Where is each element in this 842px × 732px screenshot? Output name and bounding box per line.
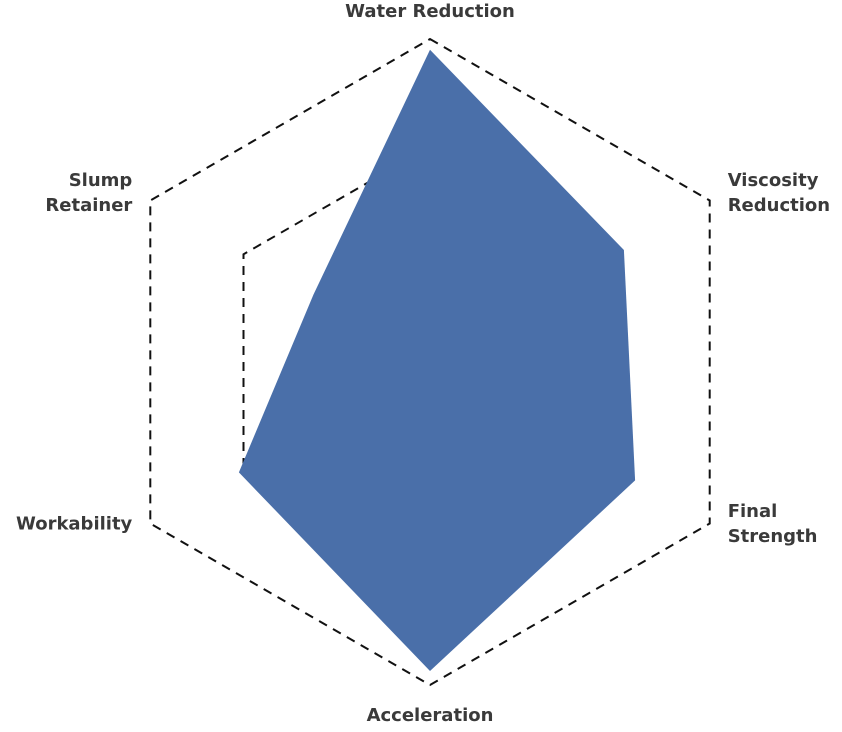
series-area-0 (238, 49, 636, 672)
axis-label-line: Workability (16, 514, 133, 535)
axis-label-line: Water Reduction (345, 1, 515, 22)
axis-label-line: Reduction (728, 195, 830, 216)
axis-label-line: Viscosity (728, 170, 819, 191)
axis-label-line: Slump (69, 170, 133, 191)
axis-label-line: Retainer (45, 195, 132, 216)
grid-ring-3 (149, 37, 711, 687)
axis-label-line: Final (728, 501, 778, 522)
axis-label-water-reduction: Water Reduction (345, 1, 515, 22)
axis-label-workability: Workability (16, 514, 133, 535)
series-layer (238, 49, 636, 672)
axis-label-line: Acceleration (367, 705, 494, 726)
axis-label-acceleration: Acceleration (367, 705, 494, 726)
axis-label-line: Strength (728, 526, 818, 547)
